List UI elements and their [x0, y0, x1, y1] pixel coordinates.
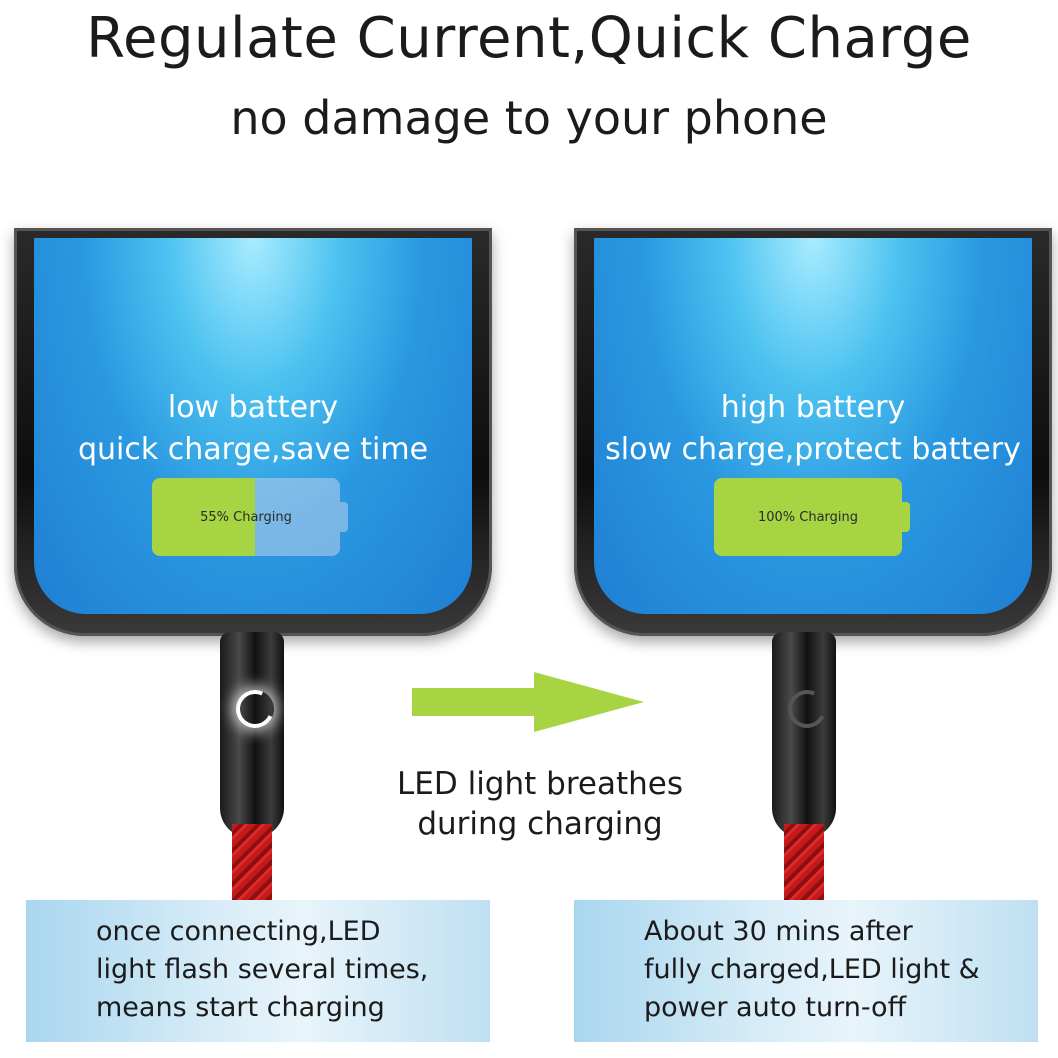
led-ring-icon: [230, 684, 280, 734]
battery-indicator: 100% Charging: [714, 478, 902, 556]
subheadline: no damage to your phone: [230, 91, 828, 145]
battery-indicator: 55% Charging: [152, 478, 340, 556]
battery-fill: [714, 478, 902, 556]
note-line: means start charging: [96, 992, 385, 1023]
headline: Regulate Current,Quick Charge: [86, 6, 972, 71]
led-ring-icon: [782, 684, 832, 734]
battery-tip: [340, 502, 348, 532]
battery-tip: [902, 502, 910, 532]
battery-label: 100% Charging: [757, 509, 859, 525]
screen-status-line: low battery: [167, 390, 339, 425]
arrow-right-icon: [412, 672, 644, 732]
screen-description-line: slow charge,protect battery: [605, 432, 1021, 467]
led-caption-line: during charging: [417, 806, 663, 842]
braided-cable: [232, 824, 272, 914]
cable-connector-lit: [220, 632, 284, 838]
led-caption-line: LED light breathes: [397, 766, 683, 802]
cable-connector-off: [772, 632, 836, 838]
phone-high-battery: high battery slow charge,protect battery…: [574, 228, 1052, 636]
note-box-charged: About 30 mins after fully charged,LED li…: [574, 900, 1038, 1042]
battery-label: 55% Charging: [200, 509, 292, 525]
note-box-connecting: once connecting,LED light flash several …: [26, 900, 490, 1042]
screen-description-line: quick charge,save time: [77, 432, 429, 467]
note-line: fully charged,LED light &: [644, 954, 980, 985]
note-line: About 30 mins after: [644, 916, 913, 947]
note-line: once connecting,LED: [96, 916, 381, 947]
braided-cable: [784, 824, 824, 914]
battery-fill: [152, 478, 256, 556]
note-line: power auto turn-off: [644, 992, 907, 1023]
phone-screen: high battery slow charge,protect battery…: [594, 238, 1032, 614]
phone-low-battery: low battery quick charge,save time 55% C…: [14, 228, 492, 636]
phone-screen: low battery quick charge,save time 55% C…: [34, 238, 472, 614]
led-caption: LED light breathes during charging: [360, 764, 720, 844]
note-line: light flash several times,: [96, 954, 429, 985]
screen-status-line: high battery: [720, 390, 906, 425]
